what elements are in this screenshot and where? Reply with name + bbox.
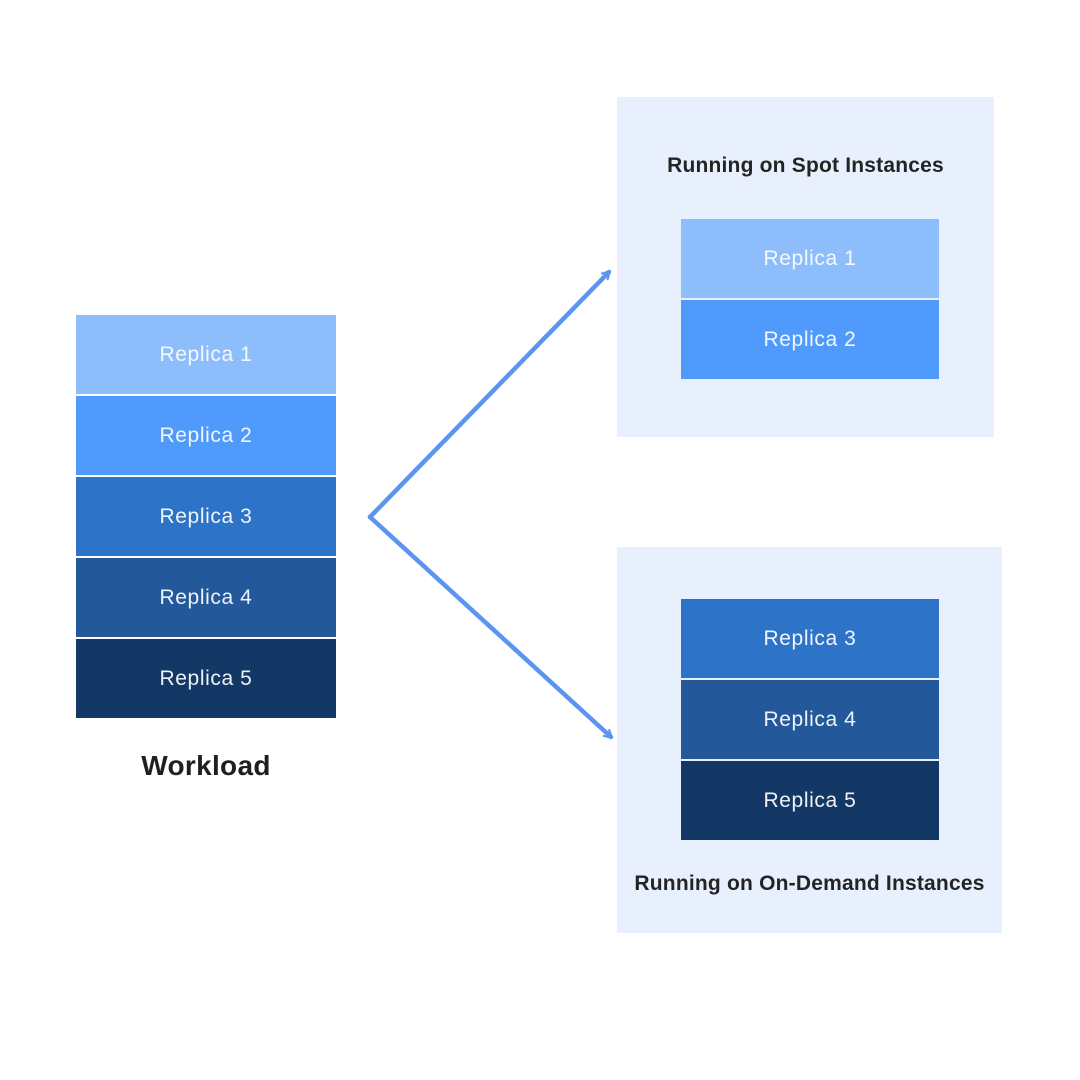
ondemand-panel-blocks: Replica 3 Replica 4 Replica 5 [681, 599, 939, 840]
workload-replica-5-label: Replica 5 [159, 666, 253, 690]
workload-replica-5: Replica 5 [76, 639, 336, 718]
spot-panel-title: Running on Spot Instances [667, 154, 944, 177]
workload-replica-4: Replica 4 [76, 558, 336, 637]
ondemand-replica-5: Replica 5 [681, 761, 939, 840]
workload-replica-2-label: Replica 2 [159, 423, 253, 447]
spot-panel-blocks: Replica 1 Replica 2 [681, 219, 939, 379]
spot-replica-1-label: Replica 1 [763, 246, 857, 270]
arrow-to-ondemand-panel [367, 514, 614, 740]
ondemand-replica-3-label: Replica 3 [763, 626, 857, 650]
spot-replica-2-label: Replica 2 [763, 327, 857, 351]
workload-replica-4-label: Replica 4 [159, 585, 253, 609]
ondemand-replica-5-label: Replica 5 [763, 788, 857, 812]
workload-replica-1: Replica 1 [76, 315, 336, 394]
spot-replica-1: Replica 1 [681, 219, 939, 298]
ondemand-replica-3: Replica 3 [681, 599, 939, 678]
spot-replica-2: Replica 2 [681, 300, 939, 379]
workload-caption: Workload [141, 750, 271, 781]
ondemand-panel-title: Running on On-Demand Instances [634, 872, 985, 895]
workload-stack: Replica 1 Replica 2 Replica 3 Replica 4 … [76, 315, 336, 718]
ondemand-instances-panel: Replica 3 Replica 4 Replica 5 Running on… [617, 547, 1002, 933]
workload-replica-3: Replica 3 [76, 477, 336, 556]
ondemand-replica-4-label: Replica 4 [763, 707, 857, 731]
workload-replica-2: Replica 2 [76, 396, 336, 475]
workload-replica-3-label: Replica 3 [159, 504, 253, 528]
spot-instances-panel: Running on Spot Instances Replica 1 Repl… [617, 97, 994, 437]
workload-replica-1-label: Replica 1 [159, 342, 253, 366]
arrow-to-spot-panel [367, 269, 612, 520]
ondemand-replica-4: Replica 4 [681, 680, 939, 759]
